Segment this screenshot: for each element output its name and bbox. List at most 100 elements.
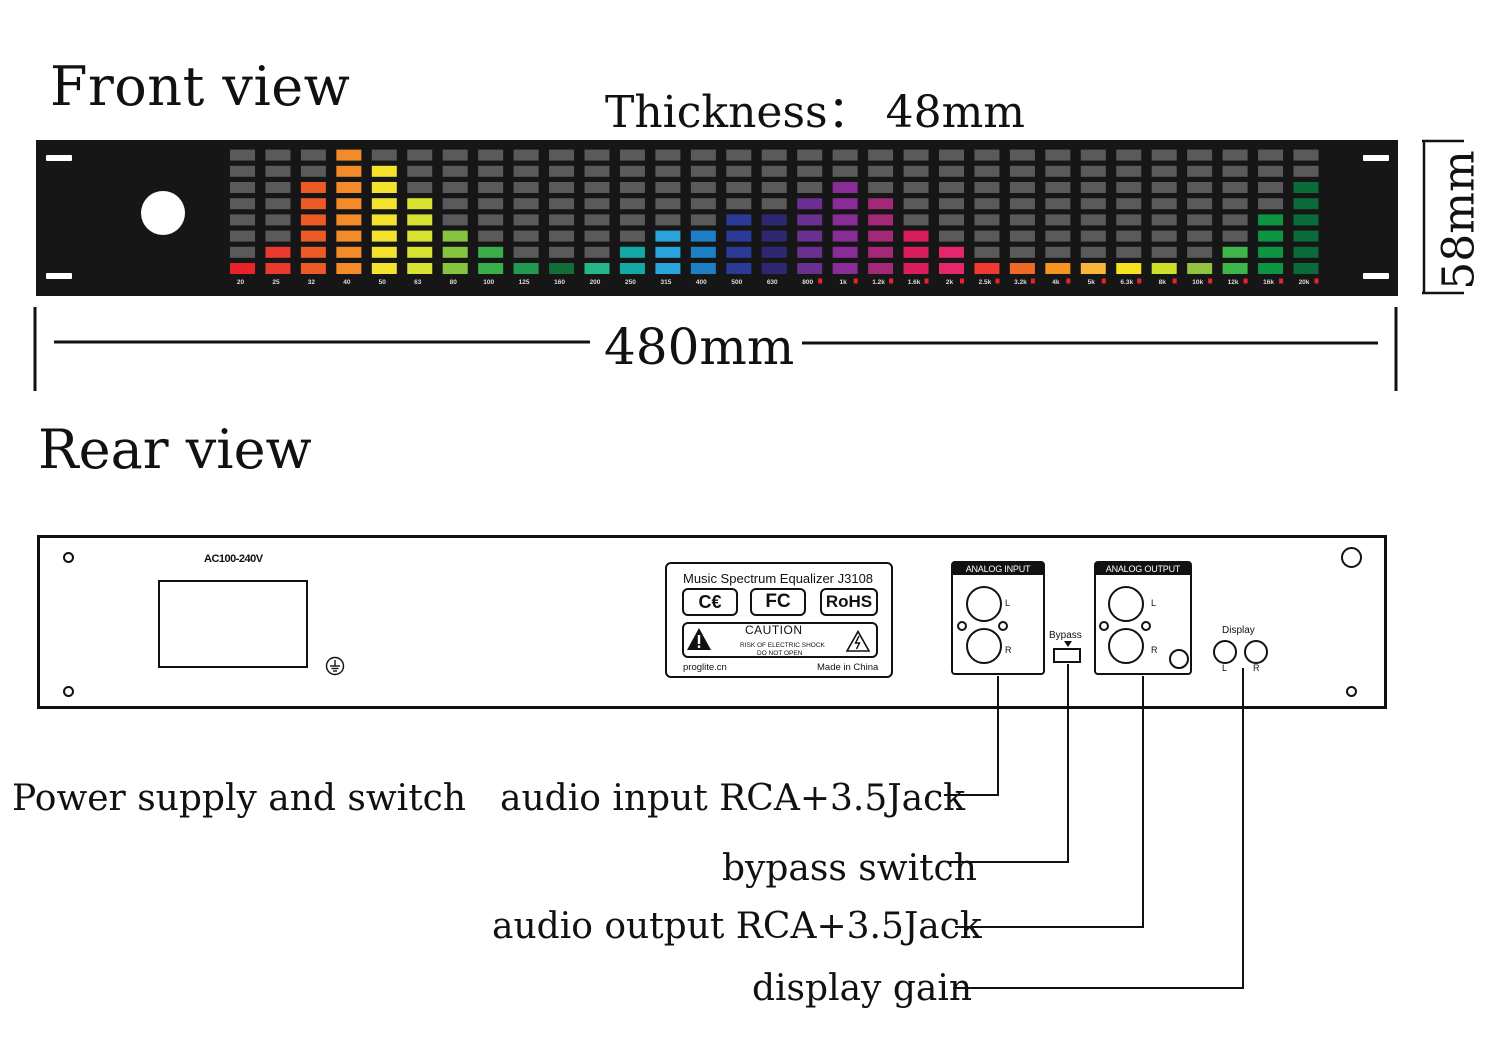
caution-line-2: DO NOT OPEN — [757, 650, 803, 657]
led-segment-off — [690, 165, 716, 177]
led-segment-off — [1258, 182, 1284, 193]
led-segment-lit — [371, 246, 397, 258]
led-segment-off — [832, 165, 858, 177]
led-segment-off — [407, 182, 433, 193]
led-segment-lit — [761, 230, 787, 242]
rack-slot-icon — [46, 155, 72, 161]
led-segment-off — [1116, 165, 1142, 177]
fcc-mark: FC — [750, 588, 806, 616]
input-rca-left-jack[interactable] — [957, 621, 967, 631]
led-segment-off — [513, 165, 539, 177]
led-segment-off — [655, 214, 681, 226]
led-segment-lit — [371, 165, 397, 177]
led-segment-off — [1258, 149, 1284, 161]
led-segment-off — [939, 230, 964, 242]
front-view-title: Front view — [50, 55, 351, 118]
led-segment-off — [1045, 182, 1071, 193]
band-label: 16k — [1263, 279, 1274, 286]
led-segment-off — [1045, 198, 1071, 210]
led-segment-lit — [655, 263, 681, 274]
output-rca-left-jack[interactable] — [1099, 621, 1109, 631]
led-segment-off — [761, 165, 787, 177]
bypass-label: Bypass — [1049, 630, 1082, 641]
led-segment-off — [797, 149, 823, 161]
led-segment-lit — [690, 263, 716, 274]
led-segment-off — [868, 165, 894, 177]
led-segment-off — [584, 165, 610, 177]
led-segment-lit — [690, 246, 716, 258]
width-dimension: 480mm — [600, 318, 799, 376]
led-segment-lit — [1080, 263, 1106, 274]
led-segment-lit — [513, 263, 539, 274]
led-segment-off — [230, 214, 255, 226]
led-segment-off — [549, 165, 575, 177]
power-socket[interactable] — [158, 580, 308, 668]
band-indicator-dot — [995, 278, 1000, 284]
led-segment-lit — [265, 263, 291, 274]
band-label: 12k — [1228, 279, 1239, 286]
band-label: 100 — [483, 279, 494, 286]
band-label: 400 — [696, 279, 707, 286]
input-left-label: L — [1005, 598, 1011, 608]
ce-mark: C€ — [682, 588, 738, 616]
input-rca-right-jack[interactable] — [998, 621, 1008, 631]
led-segment-off — [1009, 230, 1035, 242]
led-segment-off — [1045, 214, 1071, 226]
display-gain-left-knob[interactable] — [1213, 640, 1237, 664]
led-segment-lit — [1258, 246, 1284, 258]
output-xlr-left-jack[interactable] — [1108, 586, 1144, 622]
led-segment-lit — [549, 263, 575, 274]
led-segment-off — [1258, 165, 1284, 177]
ac-voltage-label: AC100-240V — [204, 553, 263, 565]
led-segment-lit — [442, 230, 468, 242]
band-label: 40 — [343, 279, 351, 286]
display-gain-right-knob[interactable] — [1244, 640, 1268, 664]
led-segment-lit — [336, 263, 362, 274]
website-label: proglite.cn — [683, 662, 727, 673]
output-3.5mm-jack[interactable] — [1169, 649, 1189, 669]
led-segment-lit — [336, 246, 362, 258]
led-segment-off — [655, 198, 681, 210]
led-segment-off — [939, 214, 964, 226]
led-segment-off — [1045, 230, 1071, 242]
led-segment-off — [1258, 198, 1284, 210]
led-segment-off — [513, 230, 539, 242]
mount-hole-icon — [1346, 686, 1357, 697]
display-right-label: R — [1253, 663, 1260, 673]
input-xlr-right-jack[interactable] — [966, 628, 1002, 664]
led-segment-lit — [407, 230, 433, 242]
led-segment-lit — [761, 214, 787, 226]
led-segment-lit — [797, 246, 823, 258]
led-segment-off — [1080, 214, 1106, 226]
band-label: 125 — [519, 279, 530, 286]
caution-title: CAUTION — [745, 623, 803, 637]
led-segment-lit — [336, 198, 362, 210]
output-rca-right-jack[interactable] — [1141, 621, 1151, 631]
led-segment-off — [265, 198, 291, 210]
led-segment-off — [1151, 182, 1177, 193]
led-segment-lit — [832, 198, 858, 210]
led-segment-lit — [619, 246, 645, 258]
output-xlr-right-jack[interactable] — [1108, 628, 1144, 664]
led-segment-off — [1187, 246, 1213, 258]
led-segment-off — [1116, 246, 1142, 258]
analog-input-label: ANALOG INPUT — [953, 563, 1043, 575]
led-segment-off — [1009, 182, 1035, 193]
led-segment-off — [1116, 214, 1142, 226]
analog-input-panel — [951, 561, 1045, 675]
led-segment-off — [230, 198, 255, 210]
led-segment-off — [230, 182, 255, 193]
led-segment-off — [265, 182, 291, 193]
led-segment-off — [1222, 198, 1248, 210]
led-segment-lit — [1293, 230, 1319, 242]
led-segment-off — [619, 165, 645, 177]
bypass-switch[interactable] — [1053, 648, 1081, 663]
input-xlr-left-jack[interactable] — [966, 586, 1002, 622]
led-segment-off — [1187, 182, 1213, 193]
rohs-mark: RoHS — [820, 588, 878, 616]
gain-knob[interactable] — [141, 191, 185, 235]
band-indicator-dot — [1208, 278, 1213, 284]
thickness-label: Thickness： 48mm — [605, 87, 1026, 138]
led-segment-off — [442, 198, 468, 210]
